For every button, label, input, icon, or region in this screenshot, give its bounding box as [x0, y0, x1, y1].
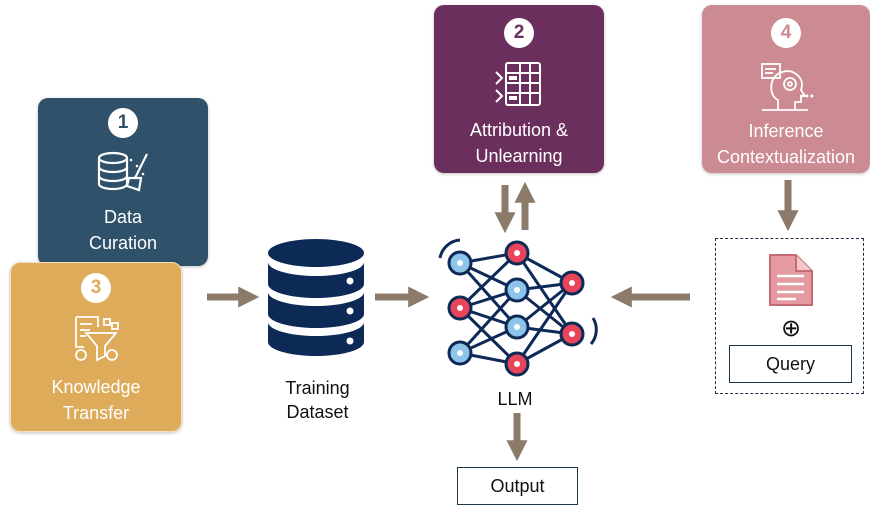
box-label-line: Attribution & [469, 120, 569, 140]
training-dataset-label: Training Dataset [270, 376, 365, 424]
knowledge-transfer-box: 3 Knowledge Transfer [10, 262, 182, 432]
label-line: Training [285, 378, 350, 398]
step-number-badge: 3 [81, 273, 111, 303]
attribution-unlearning-box: 2 Attribution & Unlearning [434, 5, 604, 173]
data-curation-box: 1 Data Curation [38, 98, 208, 266]
box-label-line: Unlearning [475, 146, 563, 166]
query-box: Query [729, 345, 852, 383]
box-label-line: Contextualization [716, 147, 856, 167]
head-gear-icon [761, 63, 814, 111]
step-number-badge: 4 [771, 18, 801, 48]
step-number-badge: 2 [504, 18, 534, 48]
funnel-filter-icon [75, 316, 119, 362]
database-broom-icon [97, 151, 148, 192]
box-label-line: Data [103, 207, 143, 227]
query-context-group [715, 238, 864, 394]
box-label-line: Inference [748, 121, 824, 141]
box-label-line: Knowledge [51, 377, 141, 397]
document-icon [769, 254, 813, 306]
output-box: Output [457, 467, 578, 505]
neural-network-icon [438, 238, 598, 377]
label-line: Dataset [286, 402, 349, 422]
inference-contextualization-box: 4 Inference Contextualization [702, 5, 870, 173]
data-table-icon [495, 62, 541, 106]
llm-label: LLM [497, 389, 533, 409]
box-label-line: Transfer [62, 403, 130, 423]
database-icon [268, 239, 364, 356]
plus-symbol: ⊕ [781, 314, 801, 342]
box-label-line: Curation [88, 233, 158, 253]
step-number-badge: 1 [108, 108, 138, 138]
